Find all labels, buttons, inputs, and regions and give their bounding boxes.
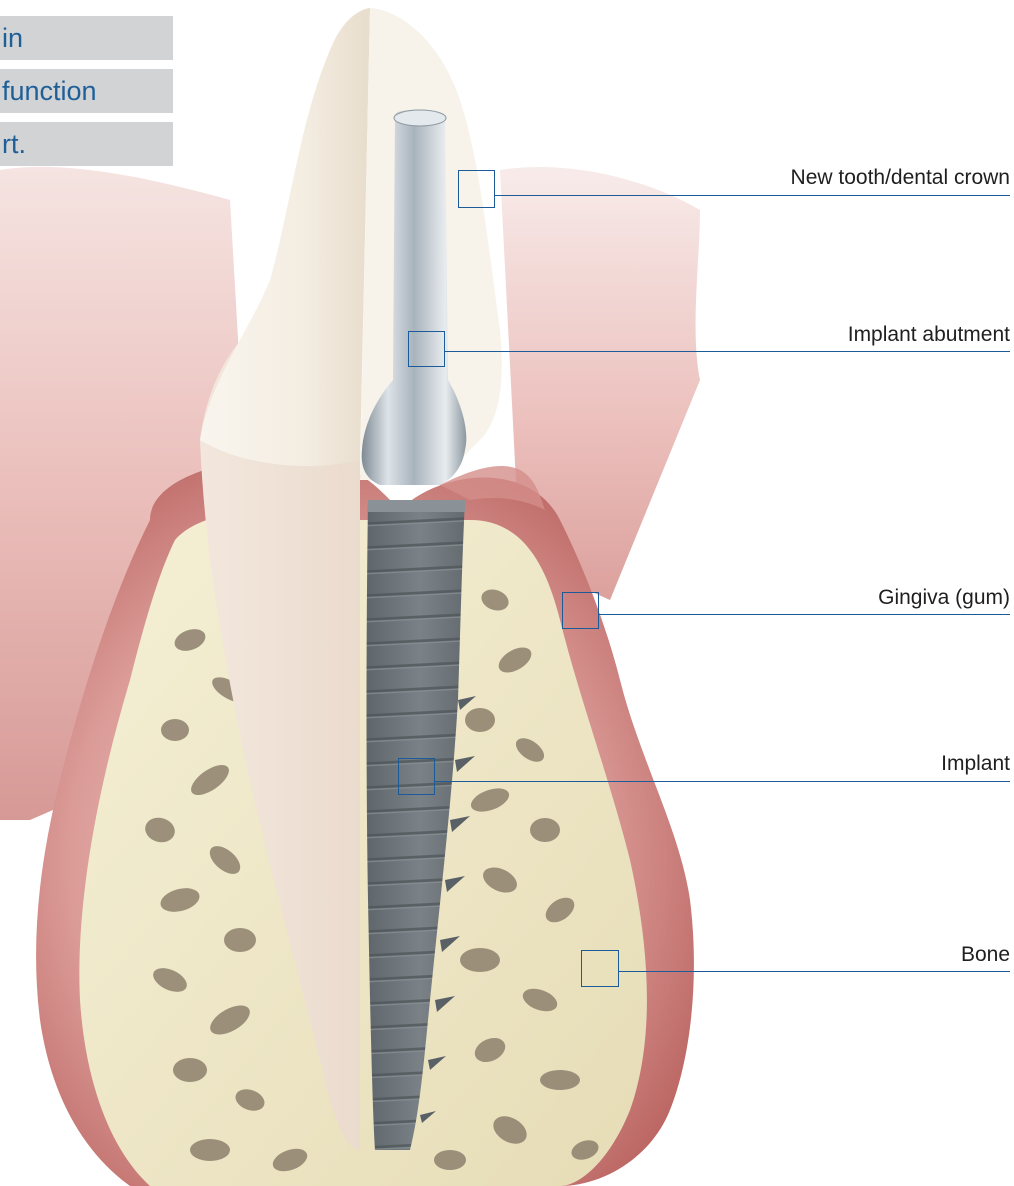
abutment-marker: [408, 331, 445, 367]
gingiva-leader-line: [599, 614, 1010, 615]
intro-line-2: function: [0, 69, 173, 113]
abutment-leader-line: [445, 351, 1010, 352]
bone-marker: [581, 950, 619, 987]
intro-line-1: in: [0, 16, 173, 60]
bone-label: Bone: [961, 943, 1010, 967]
gingiva-marker: [562, 592, 599, 629]
crown-leader-line: [495, 195, 1010, 196]
implant-marker: [398, 758, 435, 795]
abutment-label: Implant abutment: [848, 323, 1010, 347]
gingiva-label: Gingiva (gum): [878, 586, 1010, 610]
intro-line-3: rt.: [0, 122, 173, 166]
crown-marker: [458, 170, 495, 208]
crown-label: New tooth/dental crown: [791, 166, 1010, 190]
implant-leader-line: [435, 781, 1010, 782]
bone-leader-line: [619, 971, 1010, 972]
implant-label: Implant: [941, 752, 1010, 776]
